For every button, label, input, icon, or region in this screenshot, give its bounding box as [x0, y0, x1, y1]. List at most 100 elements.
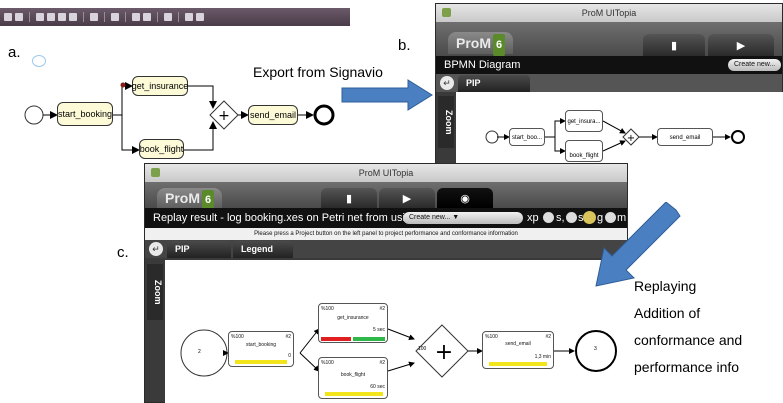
export-arrow [341, 79, 433, 111]
window-titlebar: ProM UITopia [145, 164, 627, 182]
node-count: #2 [379, 360, 385, 366]
tab-workspace[interactable]: ▮ [321, 188, 377, 208]
tool-icon[interactable] [4, 13, 12, 21]
prom-version: 6 [202, 190, 215, 210]
tab-workspace[interactable]: ▮ [643, 34, 705, 56]
node-book-flight-b[interactable]: book_flight [565, 140, 603, 162]
format-icon[interactable] [111, 13, 119, 21]
node-count: #2 [545, 334, 551, 340]
window-title: ProM UITopia [581, 8, 637, 18]
replay-note-line4: performance info [634, 359, 740, 375]
prom-logo-text: ProM [165, 190, 200, 206]
node-name: get_insurance [337, 315, 369, 321]
node-name: book_flight [340, 372, 366, 378]
node-percent: %100 [321, 360, 334, 366]
node-name: send_email [505, 341, 531, 347]
pip-row: ↵ PIP [436, 74, 782, 92]
replay-arrow [595, 202, 681, 287]
pip-tab[interactable]: PIP [167, 241, 231, 258]
zoom-out-icon[interactable] [47, 13, 55, 21]
perf-bar [235, 360, 287, 364]
app-icon [151, 168, 160, 177]
star-icon[interactable] [583, 211, 596, 224]
play-icon: ▶ [736, 39, 746, 52]
comment-bubble-icon[interactable] [32, 55, 46, 67]
node-time: 0 [288, 353, 291, 359]
parallel-gateway [209, 100, 239, 130]
back-icon[interactable]: ↵ [440, 76, 454, 90]
gateway-plus-icon: + [435, 340, 453, 365]
node-count: #2 [379, 306, 385, 312]
node-start-booking-b[interactable]: start_boo... [509, 128, 545, 146]
tab-actions[interactable]: ▶ [708, 34, 774, 56]
zoom-toggle[interactable]: Zoom [147, 264, 163, 320]
export-icon[interactable] [164, 13, 172, 21]
perf-node-start-booking[interactable]: %100 #2 start_booking 0 [228, 331, 294, 367]
back-icon[interactable]: ↵ [149, 242, 163, 256]
node-send-email-b[interactable]: send_email [657, 128, 713, 146]
node-get-insurance-b[interactable]: get_insura... [565, 110, 603, 132]
view-title-tail-2: s, [556, 212, 565, 224]
replay-note-line1: Replaying [634, 278, 697, 294]
petri-diagram-b: + [485, 118, 745, 154]
window-titlebar: ProM UITopia [436, 4, 782, 22]
action-icon[interactable] [543, 212, 554, 223]
tool-icon[interactable] [15, 13, 23, 21]
node-time: 1,3 min [534, 354, 551, 360]
task-get-insurance[interactable]: get_insurance [132, 76, 188, 96]
gateway-plus-icon: + [218, 108, 230, 124]
task-book-flight[interactable]: book_flight [139, 139, 184, 159]
replay-note-line2: Addition of [634, 305, 701, 321]
flow-edge [184, 121, 217, 151]
chart-icon[interactable] [143, 13, 151, 21]
view-title: BPMN Diagram [444, 59, 521, 71]
start-event [24, 105, 44, 125]
bpmn-diagram-a: + [24, 82, 335, 154]
legend-tab[interactable]: Legend [233, 241, 293, 258]
view-title: Replay result - log booking.xes on Petri… [153, 212, 405, 224]
view-title-tail-3: st [578, 208, 587, 228]
flow-edge [188, 85, 217, 109]
zoom-toggle[interactable]: Zoom [438, 96, 454, 148]
toolbar-separator [83, 12, 84, 22]
toolbar-separator [104, 12, 105, 22]
pip-tab[interactable]: PIP [458, 75, 530, 92]
create-new-label: Create new... [409, 214, 451, 221]
drop-icon[interactable] [566, 212, 577, 223]
perf-node-book-flight[interactable]: %100 #2 book_flight 60 sec [318, 357, 388, 399]
workspace-icon: ▮ [345, 192, 353, 205]
panel-c-label: c. [117, 244, 129, 261]
create-new-button[interactable]: Create new... [728, 59, 782, 71]
view-title-bar: BPMN Diagram Create new... [436, 56, 782, 74]
perf-node-send-email[interactable]: %100 #2 send_email 1,3 min [482, 331, 554, 369]
node-percent: %100 [231, 334, 244, 340]
toolbar-separator [178, 12, 179, 22]
create-new-dropdown[interactable]: Create new... ▼ [403, 212, 523, 224]
task-send-email[interactable]: send_email [248, 105, 298, 125]
play-icon: ▶ [402, 192, 412, 205]
panel-b-label: b. [398, 37, 411, 54]
perf-node-get-insurance[interactable]: %100 #2 get_insurance 5 sec [318, 303, 388, 343]
toolbar-separator [125, 12, 126, 22]
shape-icon[interactable] [132, 13, 140, 21]
tab-views[interactable]: ◉ [437, 188, 493, 208]
text-icon[interactable] [90, 13, 98, 21]
source-place-label: 2 [198, 349, 201, 355]
zoom-in-icon[interactable] [36, 13, 44, 21]
export-arrow-label: Export from Signavio [253, 64, 383, 80]
book-icon[interactable] [196, 13, 204, 21]
signavio-toolbar [0, 8, 350, 26]
mail-icon[interactable] [185, 13, 193, 21]
toolbar-separator [29, 12, 30, 22]
zoom-fit-icon[interactable] [58, 13, 66, 21]
view-title-tail-4: g [597, 212, 604, 224]
node-count: #2 [285, 334, 291, 340]
play-circle-icon[interactable] [605, 212, 616, 223]
task-start-booking[interactable]: start_booking [57, 102, 113, 126]
node-time: 60 sec [370, 384, 385, 390]
tab-actions[interactable]: ▶ [379, 188, 435, 208]
zoom-icon[interactable] [69, 13, 77, 21]
view-title-bar: Replay result - log booking.xes on Petri… [145, 208, 627, 228]
